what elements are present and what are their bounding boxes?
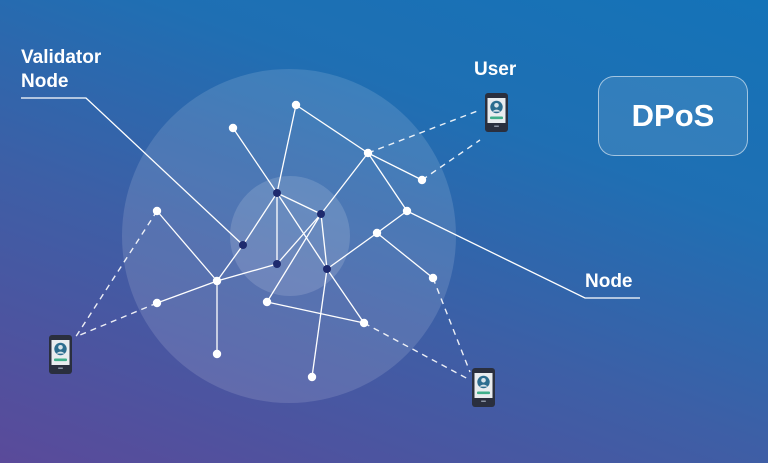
dpos-badge: DPoS (598, 76, 748, 156)
validator-nodes (239, 189, 331, 273)
node (291, 100, 301, 110)
node (152, 298, 162, 308)
validator-node (273, 189, 281, 197)
dpos-badge-text: DPoS (631, 98, 715, 133)
network-links (156, 104, 434, 378)
node (372, 228, 382, 238)
node-callout-line (406, 210, 640, 299)
validator-inner-circle (230, 176, 350, 296)
smartphone-user-icon (49, 335, 72, 374)
validator-node (317, 210, 325, 218)
node (417, 175, 427, 185)
node (359, 318, 369, 328)
node (228, 123, 238, 133)
validator-label-line1: Validator (21, 47, 102, 68)
node (262, 297, 272, 307)
node-label: Node (585, 271, 633, 292)
smartphone-user-icon (485, 93, 508, 132)
node (307, 372, 317, 382)
node (212, 276, 222, 286)
node (152, 206, 162, 216)
network-outer-circle (122, 69, 456, 403)
validator-callout-line (21, 97, 244, 246)
validator-node (239, 241, 247, 249)
smartphone-user-icon (472, 368, 495, 407)
validator-node-label: Validator Node (21, 46, 101, 94)
node (363, 148, 373, 158)
node (402, 206, 412, 216)
user-label: User (474, 59, 517, 80)
callout-lines (21, 97, 640, 299)
node (428, 273, 438, 283)
user-links (74, 109, 481, 381)
validator-node (323, 265, 331, 273)
validator-node (273, 260, 281, 268)
validator-label-line2: Node (21, 71, 69, 92)
network-nodes (152, 100, 438, 382)
node (212, 349, 222, 359)
